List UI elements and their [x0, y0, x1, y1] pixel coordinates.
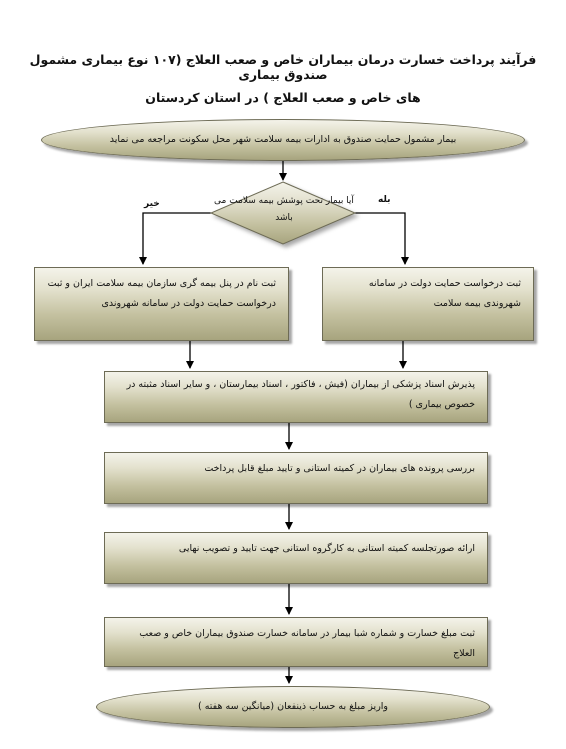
- step5-box: ارائه صورتجلسه کمیته استانی به کارگروه ا…: [104, 532, 488, 584]
- step6-box: ثبت مبلغ خسارت و شماره شبا بیمار در ساما…: [104, 617, 488, 667]
- end-ellipse: واریز مبلغ به حساب ذینفعان (میانگین سه ه…: [96, 686, 490, 728]
- step6-text: ثبت مبلغ خسارت و شماره شبا بیمار در ساما…: [139, 628, 475, 659]
- step4-box: بررسی پرونده های بیماران در کمیته استانی…: [104, 452, 488, 504]
- arrow-decision-yes: [355, 212, 409, 265]
- step3-box: پذیرش اسناد پزشکی از بیماران (فیش ، فاکت…: [104, 371, 488, 423]
- start-text: بیمار مشمول حمایت صندوق به ادارات بیمه س…: [109, 134, 457, 145]
- page-title-line-1: فرآیند پرداخت خسارت درمان بیماران خاص و …: [29, 52, 537, 82]
- no-branch-text: ثبت نام در پنل بیمه گری سازمان بیمه سلام…: [47, 278, 276, 309]
- step3-text: پذیرش اسناد پزشکی از بیماران (فیش ، فاکت…: [126, 379, 475, 410]
- yes-label: بله: [378, 195, 391, 205]
- end-text: واریز مبلغ به حساب ذینفعان (میانگین سه ه…: [197, 701, 389, 712]
- decision-text: آیا بیمار تحت پوشش بیمه سلامت می باشد: [214, 196, 354, 223]
- step5-text: ارائه صورتجلسه کمیته استانی به کارگروه ا…: [178, 543, 475, 554]
- no-label: خیر: [144, 199, 160, 209]
- arrow-decision-no: [139, 212, 211, 265]
- yes-branch-box: ثبت درخواست حمایت دولت در سامانه شهروندی…: [322, 267, 534, 341]
- page-title-line-2: های خاص و صعب العلاج ) در استان کردستان: [145, 90, 421, 105]
- start-ellipse: بیمار مشمول حمایت صندوق به ادارات بیمه س…: [41, 119, 525, 161]
- no-branch-box: ثبت نام در پنل بیمه گری سازمان بیمه سلام…: [34, 267, 289, 341]
- step4-text: بررسی پرونده های بیماران در کمیته استانی…: [204, 463, 475, 474]
- decision-diamond: [209, 181, 357, 245]
- yes-branch-text: ثبت درخواست حمایت دولت در سامانه شهروندی…: [368, 278, 521, 309]
